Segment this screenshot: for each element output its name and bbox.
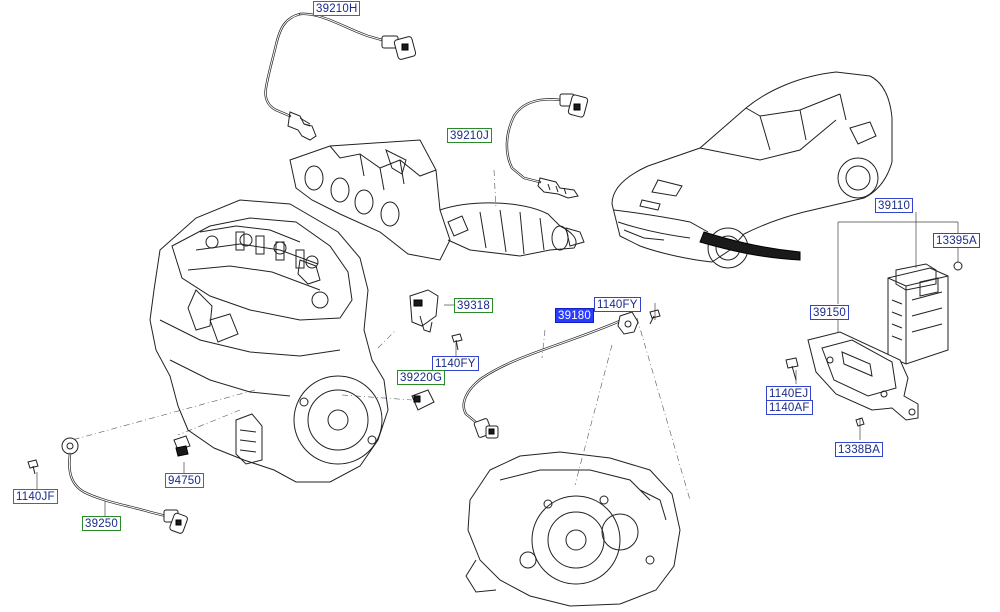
leader-lines <box>36 169 691 517</box>
part-label-94750[interactable]: 94750 <box>165 473 204 488</box>
part-label-39210j[interactable]: 39210J <box>447 128 492 143</box>
part-label-39318[interactable]: 39318 <box>454 298 493 313</box>
bolt-1140fy-left <box>451 333 463 351</box>
part-label-1140fy-right[interactable]: 1140FY <box>594 297 641 312</box>
ecu-bracket-lines <box>795 212 959 440</box>
vehicle-illustration <box>611 71 893 269</box>
part-label-39150[interactable]: 39150 <box>810 305 849 320</box>
ecu-bracket <box>807 331 919 421</box>
part-label-1140fy-left[interactable]: 1140FY <box>432 356 479 371</box>
oxygen-sensor-upstream <box>264 12 417 141</box>
ecu-bolts <box>785 357 865 427</box>
speed-sensor-harness <box>462 309 661 439</box>
camshaft-sensor <box>409 289 439 333</box>
part-label-39180-selected[interactable]: 39180 <box>555 308 594 323</box>
part-label-39210h[interactable]: 39210H <box>313 1 361 16</box>
oil-pressure-switch <box>173 435 191 457</box>
part-label-1140af[interactable]: 1140AF <box>766 400 813 415</box>
oxygen-sensor-downstream <box>505 93 589 199</box>
part-label-39220g[interactable]: 39220G <box>397 370 446 385</box>
part-label-39250[interactable]: 39250 <box>82 516 121 531</box>
part-label-39110[interactable]: 39110 <box>875 198 914 213</box>
part-label-13395a[interactable]: 13395A <box>933 233 980 248</box>
knock-sensor <box>27 437 188 534</box>
transmission <box>465 451 681 607</box>
engine-block <box>149 199 389 483</box>
exhaust-manifold <box>289 139 585 261</box>
crankshaft-sensor <box>411 389 435 411</box>
part-label-1338ba[interactable]: 1338BA <box>835 442 884 457</box>
part-label-1140ej[interactable]: 1140EJ <box>766 386 812 401</box>
part-label-1140jf[interactable]: 1140JF <box>13 489 58 504</box>
ecu-module <box>887 261 963 365</box>
